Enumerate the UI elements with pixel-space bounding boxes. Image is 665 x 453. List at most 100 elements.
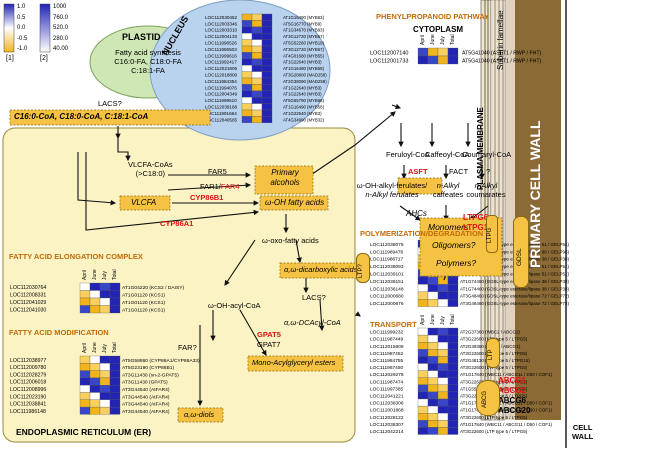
ltp-q-label: LTP? bbox=[358, 264, 364, 278]
heatmap-column-header: April bbox=[82, 270, 88, 280]
heatmap-cell bbox=[79, 290, 91, 299]
heatmap-cell bbox=[109, 385, 121, 393]
heatmap-cell bbox=[241, 90, 253, 98]
heatmap-cell bbox=[261, 116, 273, 123]
heatmap-cell bbox=[417, 420, 429, 428]
abcg-protein-label: ABCG bbox=[482, 390, 488, 408]
gene-annotation: AT1G17840 (WBC11 / ABCG11 / D50 / COF1) bbox=[460, 408, 553, 413]
heatmap-cell bbox=[427, 349, 439, 357]
abcg-protein bbox=[476, 380, 500, 416]
gene-id: LOC112003310 bbox=[205, 28, 238, 33]
gene-annotation: AT1G22640 (MYB3) bbox=[283, 60, 322, 65]
metabolite-boxes bbox=[9, 109, 503, 423]
legend-scale-2-bar bbox=[39, 3, 51, 53]
gene-id: LOC112004349 bbox=[205, 92, 238, 97]
gene-id: LOC112042214 bbox=[370, 429, 404, 435]
legend-scale1-ticks: 1.0 0.5 0.0 -0.5 -1.0 bbox=[17, 2, 27, 55]
heatmap-cell bbox=[447, 299, 459, 307]
heatmap-cell bbox=[79, 363, 91, 371]
heatmap-cell bbox=[417, 299, 429, 307]
gene-id: LOC112038306 bbox=[370, 401, 404, 407]
heatmap-cell bbox=[79, 355, 91, 364]
gene-annotation: AT4G34990 (MYB32) bbox=[283, 117, 325, 122]
gene-annotation: AT1G17840 (WBC11 / ABCG11 / D50 / COF1) bbox=[460, 422, 553, 427]
gene-annotation: AT3G12720 (MYB67) bbox=[283, 34, 325, 39]
far1-far4-label: FAR1/FAR4 bbox=[200, 182, 240, 191]
heatmap-cell bbox=[99, 305, 111, 314]
far-q-label: FAR? bbox=[178, 343, 197, 352]
abcg1-label: ABCG1 bbox=[498, 376, 527, 385]
heatmap-cell bbox=[447, 398, 459, 407]
legend-caption-1: [1] bbox=[6, 55, 14, 62]
legend-tick: -1.0 bbox=[17, 46, 28, 52]
legend-tick: -0.5 bbox=[17, 35, 28, 42]
gene-id: LOC111984755 bbox=[370, 358, 403, 364]
gene-id: LOC111989476 bbox=[370, 249, 403, 255]
heatmap-cell bbox=[427, 356, 439, 364]
abcg6-label: ABCG6 bbox=[498, 396, 527, 405]
heatmap-cell bbox=[79, 297, 91, 306]
heatmap-cell bbox=[417, 384, 429, 393]
heatmap-cell bbox=[99, 399, 111, 408]
gene-id: LOC112038307 bbox=[370, 422, 404, 428]
heatmap-cell bbox=[447, 370, 459, 378]
gene-annotation: AT5G16770 (MYB9) bbox=[283, 21, 322, 26]
heatmap-cell bbox=[79, 370, 91, 379]
gene-annotation: AT1G34670 (MYB93) bbox=[283, 28, 325, 33]
heatmap-column-header: June bbox=[430, 314, 436, 325]
gene-id: LOC112041029 bbox=[10, 300, 46, 306]
far1-label: FAR1/ bbox=[200, 182, 221, 191]
heatmap-cell bbox=[251, 90, 263, 98]
gene-id: LOC112021806 bbox=[205, 66, 238, 71]
heatmap-cell bbox=[417, 55, 429, 65]
heatmap-cell bbox=[241, 97, 253, 104]
heatmap-cell bbox=[99, 355, 111, 364]
gene-id: LOC112029276 bbox=[370, 372, 404, 378]
gdsl-protein bbox=[513, 216, 529, 288]
heatmap-column-header: July bbox=[440, 316, 446, 325]
heatmap-cell bbox=[79, 385, 91, 393]
gene-annotation: AT5G23190 (CYP86B1) bbox=[122, 365, 174, 371]
heatmap-cell bbox=[427, 342, 439, 350]
heatmap-cell bbox=[427, 405, 439, 414]
heatmap-cell bbox=[261, 77, 273, 85]
vlcfa-coas-line: (>C18:0) bbox=[135, 169, 165, 178]
heatmap-cell bbox=[241, 45, 253, 53]
heatmap-cell bbox=[89, 399, 101, 408]
gene-id: LOC112036151 bbox=[370, 279, 404, 285]
ferulates-line: ω-OH-alkyl-ferulates/ bbox=[356, 181, 428, 190]
heatmap-column-header: July bbox=[102, 271, 108, 280]
vlcfa-box bbox=[119, 195, 171, 211]
gene-id: LOC112028122 bbox=[370, 415, 404, 421]
heatmap-cell bbox=[427, 384, 439, 393]
heatmap-cell bbox=[417, 391, 429, 400]
heatmap-cell bbox=[417, 427, 429, 435]
heatmap-cell bbox=[251, 103, 263, 111]
heatmap-cell bbox=[109, 305, 121, 314]
gene-annotation: AT5G41040 (ASFT1 / RWP / FHT) bbox=[462, 51, 542, 57]
heatmap-cell bbox=[79, 305, 91, 314]
ltpg-protein bbox=[486, 215, 498, 253]
far5-label: FAR5 bbox=[208, 167, 227, 176]
oligomers-label: Oligomers? bbox=[432, 240, 476, 250]
gene-annotation: AT3G48460 (GDSL-type esterase/lipase 72 … bbox=[460, 301, 569, 306]
legend-tick: 0.0 bbox=[17, 25, 26, 31]
heatmap-cell bbox=[261, 65, 273, 72]
heatmap-cell bbox=[427, 398, 439, 407]
heatmap-cell bbox=[447, 342, 459, 350]
heatmap-cell bbox=[99, 363, 111, 371]
heatmap-cell bbox=[109, 297, 121, 306]
heatmap-cell bbox=[261, 45, 273, 53]
heatmap-cell bbox=[427, 363, 439, 371]
heatmap-cell bbox=[417, 327, 429, 336]
heatmap-cell bbox=[437, 334, 449, 343]
heatmap-cell bbox=[427, 299, 439, 307]
cytoplasm-label: CYTOPLASM bbox=[413, 25, 464, 34]
heatmap-cell bbox=[447, 334, 459, 343]
abcg2-label: ABCG2 bbox=[498, 386, 527, 395]
far4-label: FAR4 bbox=[220, 182, 240, 191]
heatmap-cell bbox=[109, 370, 121, 379]
primary-alcohols-line: Primary bbox=[271, 168, 299, 177]
gene-id: LOC111991664 bbox=[205, 111, 237, 116]
